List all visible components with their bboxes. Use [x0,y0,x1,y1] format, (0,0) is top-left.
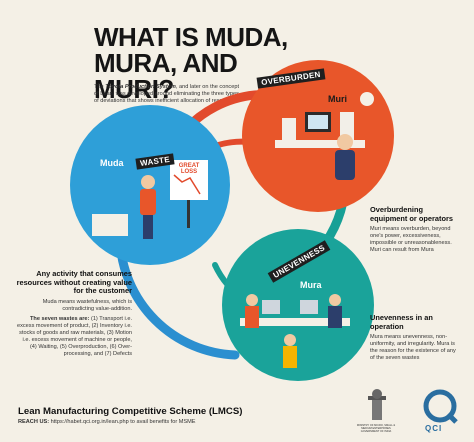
mura-description-block: Unevenness in an operation Mura means un… [370,313,462,365]
muda-description-block: Any activity that consumes resources wit… [16,269,132,361]
muda-presenter-body [140,189,156,215]
muri-worker-body [335,150,355,180]
reach-label: REACH US: [18,419,50,425]
mura-laptop-1 [262,300,280,314]
intro-rest: , and later on the concept of Lean, was … [94,84,240,104]
muda-wastes-list: (1) Transport i.e. excess movement of pr… [16,315,132,357]
qci-logo-icon [423,389,458,424]
muri-circle [242,60,394,212]
mura-person-3-body [283,346,297,368]
mura-person-2-head [329,294,341,306]
muri-paper-stack-2 [340,112,354,140]
muri-circle-label: Muri [328,94,347,104]
muda-board-stand [187,200,190,228]
mura-table [240,318,350,326]
qci-logo-text: QCI [425,424,443,433]
intro-emphasis: Toyota Production System [105,84,176,90]
muda-desk [92,214,128,236]
muda-presenter-legs [143,215,153,239]
mura-person-2-body [328,306,342,328]
footer-reach: REACH US: https://habet.qci.org.in/lean.… [18,419,196,425]
muda-board [170,160,208,200]
mura-circle-label: Mura [300,280,322,290]
intro-prefix: The [94,84,106,90]
muri-description-block: Overburdening equipment or operators Mur… [370,205,462,257]
mura-person-1-head [246,294,258,306]
mura-circle-group [222,229,374,381]
muda-description: Muda means wastefulness, which is contra… [42,298,132,312]
muri-monitor-screen [308,115,328,129]
mura-person-1-body [245,306,259,328]
muda-circle-group [70,105,230,265]
muri-circle-group [242,60,394,212]
muri-desk [275,140,365,148]
mura-description: Mura means unevenness, non-uniformity, a… [370,334,456,362]
muda-chart-line [173,174,201,195]
emblem-caption: MINISTRY OF MICRO, SMALL & MEDIUM ENTERP… [356,424,396,433]
mura-circle [222,229,374,381]
muri-paper-stack-1 [282,118,296,140]
mura-person-3-head [284,334,296,346]
mura-heading: Unevenness in an operation [370,313,433,331]
muda-seven-wastes: The seven wastes are: (1) Transport i.e.… [16,316,132,358]
reach-link[interactable]: https://habet.qci.org.in/lean.php to ava… [49,419,196,425]
emblem-icon [368,389,386,420]
muri-heading: Overburdening equipment or operators [370,205,453,223]
muda-heading: Any activity that consumes resources wit… [16,269,132,296]
intro-text: The Toyota Production System, and later … [94,84,244,105]
muda-board-text: GREAT LOSS [178,163,200,175]
muri-description: Muri means overburden, beyond one's powe… [370,226,452,254]
muda-presenter-head [141,175,155,189]
muri-clock [360,92,374,106]
footer-title: Lean Manufacturing Competitive Scheme (L… [18,406,243,417]
muda-wastes-lead: The seven wastes are: [30,315,90,322]
muda-circle-label: Muda [100,158,124,168]
page-title: WHAT IS MUDA, MURA, AND MURI? [94,22,288,104]
ring-blue-arc [115,235,240,360]
mura-laptop-2 [300,300,318,314]
muri-worker-head [337,134,353,150]
